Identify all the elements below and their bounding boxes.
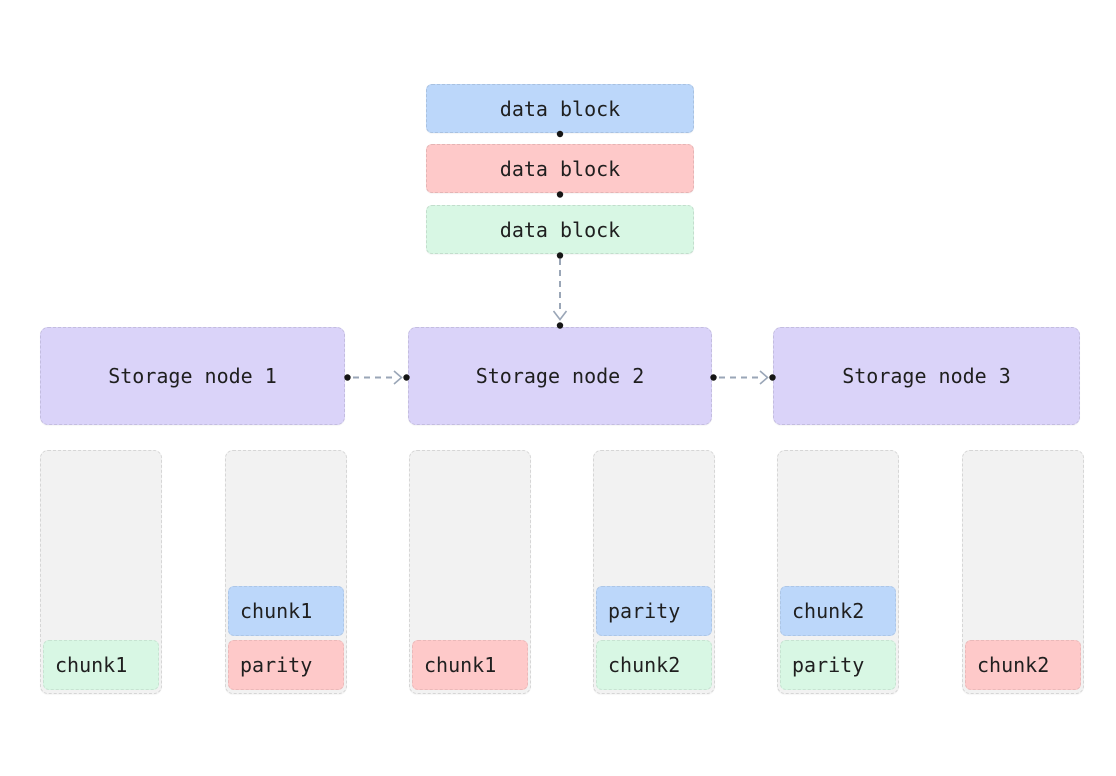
chunk-block: chunk2 <box>596 640 712 690</box>
chunk-block: chunk1 <box>412 640 528 690</box>
chunk-block: chunk1 <box>43 640 159 690</box>
chunk-block: parity <box>228 640 344 690</box>
data-block-2: data block <box>426 144 694 193</box>
arrowhead-right-icon <box>759 370 769 385</box>
chunk-block: chunk2 <box>965 640 1081 690</box>
chunk-block: chunk2 <box>780 586 896 636</box>
disk-column-node3-a: chunk2 parity <box>777 450 899 694</box>
chunk-block: parity <box>780 640 896 690</box>
chunk-block: chunk1 <box>228 586 344 636</box>
storage-node-3: Storage node 3 <box>773 327 1080 425</box>
disk-column-node2-b: parity chunk2 <box>593 450 715 694</box>
disk-column-node3-b: chunk2 <box>962 450 1084 694</box>
disk-column-node1-b: chunk1 parity <box>225 450 347 694</box>
data-block-3: data block <box>426 205 694 254</box>
chunk-block: parity <box>596 586 712 636</box>
storage-node-2: Storage node 2 <box>408 327 712 425</box>
data-block-1: data block <box>426 84 694 133</box>
disk-column-node1-a: chunk1 <box>40 450 162 694</box>
edge-dot <box>344 374 351 381</box>
arrowhead-right-icon <box>393 370 403 385</box>
disk-column-node2-a: chunk1 <box>409 450 531 694</box>
arrowhead-down-icon <box>552 310 568 321</box>
storage-node-1: Storage node 1 <box>40 327 345 425</box>
